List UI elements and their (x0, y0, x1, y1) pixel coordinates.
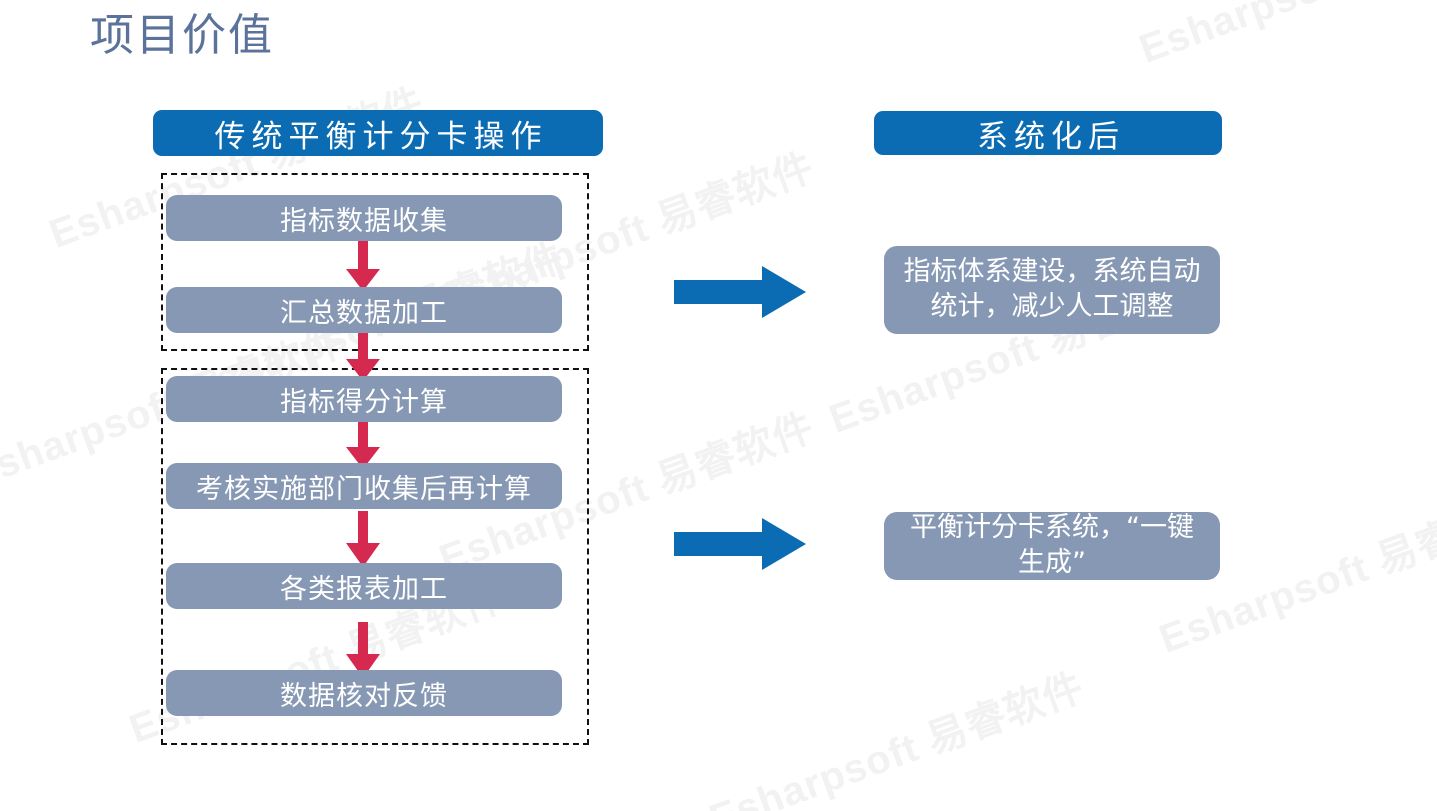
process-step-box: 汇总数据加工 (166, 287, 562, 333)
process-step-box: 数据核对反馈 (166, 670, 562, 716)
process-step-box: 指标得分计算 (166, 376, 562, 422)
process-step-box: 考核实施部门收集后再计算 (166, 463, 562, 509)
header-systemized: 系统化后 (874, 111, 1222, 155)
result-box-indicator-system: 指标体系建设，系统自动统计，减少人工调整 (884, 246, 1220, 334)
page-title: 项目价值 (90, 10, 274, 61)
dashed-group-data-collection (161, 173, 589, 351)
dashed-group-calculation (161, 368, 589, 745)
process-step-box: 指标数据收集 (166, 195, 562, 241)
arrow-right-icon (674, 266, 806, 318)
arrow-down-icon (341, 419, 385, 469)
header-traditional-operation: 传统平衡计分卡操作 (153, 110, 603, 156)
arrow-right-icon (674, 518, 806, 570)
arrow-down-icon (341, 511, 385, 567)
watermark-text: Esharpsoft 易睿软件 (1130, 0, 1437, 75)
process-step-box: 各类报表加工 (166, 563, 562, 609)
arrow-down-icon (341, 622, 385, 678)
watermark-text: Esharpsoft 易睿软件 (703, 665, 1091, 811)
arrow-down-icon (341, 331, 385, 381)
arrow-down-icon (341, 241, 385, 291)
result-box-bsc-system: 平衡计分卡系统，“一键生成” (884, 512, 1220, 580)
